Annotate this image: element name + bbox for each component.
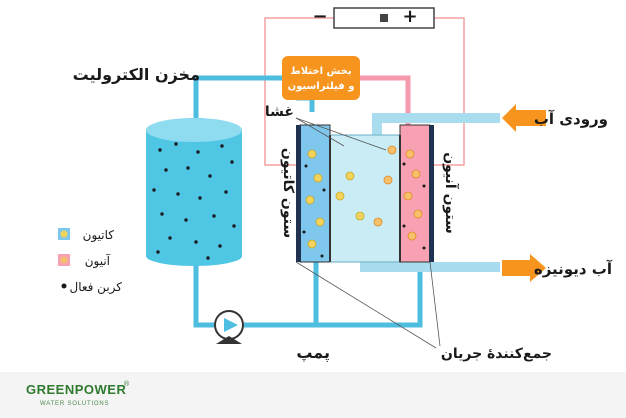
- cation-ions: [305, 149, 365, 249]
- mixing-box: [282, 56, 360, 100]
- carbon-particles: [302, 162, 426, 258]
- brand-tagline: WATER SOLUTIONS: [40, 401, 109, 407]
- water-inlet-arrow: [502, 104, 546, 132]
- inlet-pipe: [372, 113, 500, 123]
- deionized-water-arrow: [502, 254, 546, 282]
- minus-sign: −: [312, 6, 327, 27]
- pump-label: پمپ: [296, 343, 330, 363]
- cation-column-label: ستون کاتیون: [280, 148, 296, 238]
- mixing-box-line1: بخش اختلاط: [290, 66, 351, 77]
- anion-ions: [373, 145, 423, 241]
- brand-name: GREENPOWER: [26, 382, 126, 397]
- inlet-pipe-drop: [372, 113, 382, 135]
- footer-band: [0, 372, 626, 418]
- electrolyte-tank-label: مخزن الکترولیت: [73, 65, 200, 84]
- outlet-pipe: [360, 262, 500, 272]
- cation-column: [299, 124, 331, 263]
- power-wire: [264, 17, 465, 166]
- anion-column-label: ستون آنیون: [442, 152, 460, 234]
- pipe-pink: [360, 75, 411, 125]
- current-collector-right: [429, 125, 434, 262]
- legend-carbon-dot: [61, 283, 67, 289]
- tank-carbon-particles: [152, 142, 236, 260]
- legend: کاتیون آنیون کربن فعال: [58, 228, 122, 295]
- leader-lines: [295, 117, 441, 349]
- water-inlet-label: ورودی آب: [534, 110, 608, 128]
- brand-registered: ®: [124, 380, 130, 388]
- pipes-blue: [193, 75, 423, 328]
- legend-carbon-label: کربن فعال: [69, 280, 122, 295]
- electrolyte-tank: [146, 118, 242, 266]
- mixing-box-line2: و فیلتراسیون: [288, 81, 355, 92]
- plus-sign: +: [402, 6, 417, 27]
- current-collector-label: جمع‌کنندهٔ جریان: [441, 346, 552, 362]
- legend-anion-label: آنیون: [85, 253, 111, 269]
- deionized-water-label: آب دیونیزه: [534, 260, 613, 278]
- legend-cation-label: کاتیون: [83, 228, 115, 243]
- membrane-label: غشا: [265, 104, 294, 120]
- current-collector-left: [296, 125, 301, 262]
